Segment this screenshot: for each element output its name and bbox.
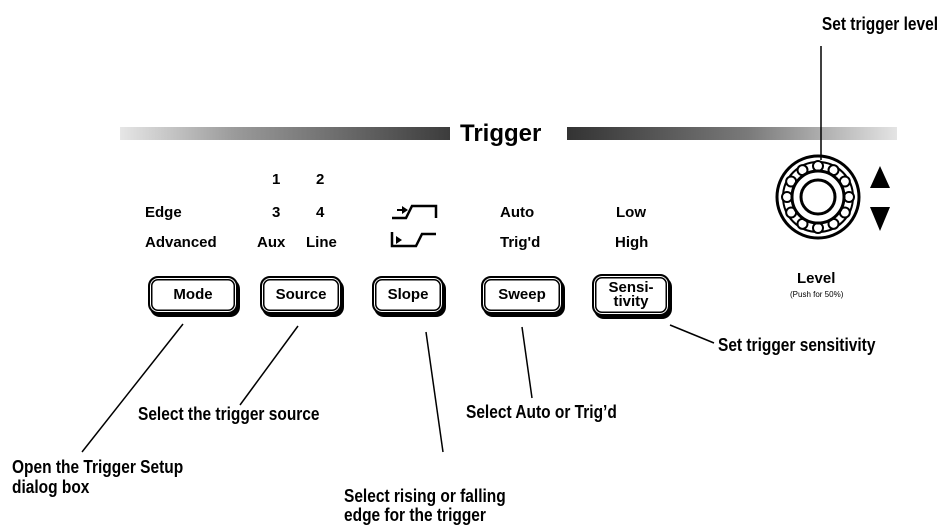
callout-open-trigger-setup-line2: dialog box (12, 477, 90, 497)
callout-select-slope-line2: edge for the trigger (344, 505, 486, 525)
source-option-2: 2 (316, 171, 325, 188)
source-option-line: Line (306, 234, 337, 251)
up-arrow-icon[interactable] (870, 166, 890, 188)
sensitivity-option-high: High (615, 234, 649, 251)
slope-icons (390, 204, 438, 248)
mode-option-advanced: Advanced (145, 234, 217, 251)
leader-sweep (521, 326, 533, 399)
mode-button[interactable]: Mode (148, 276, 238, 314)
source-option-1: 1 (272, 171, 281, 188)
callout-select-sweep: Select Auto or Trig’d (466, 402, 617, 422)
source-option-4: 4 (316, 204, 325, 221)
level-label: Level (797, 270, 836, 287)
falling-edge-icon (390, 232, 436, 248)
rising-edge-icon (392, 204, 438, 220)
level-sublabel: (Push for 50%) (790, 290, 844, 299)
leader-source (239, 325, 299, 406)
leader-sensitivity (669, 324, 715, 344)
leader-mode (81, 323, 184, 453)
sensitivity-button[interactable]: Sensi- tivity (592, 274, 670, 316)
leader-slope (425, 331, 444, 453)
knob-icon[interactable] (775, 154, 861, 240)
callout-select-source: Select the trigger source (138, 404, 320, 424)
callout-open-trigger-setup-line1: Open the Trigger Setup (12, 457, 184, 477)
source-button[interactable]: Source (260, 276, 342, 314)
level-knob-assembly (775, 154, 890, 240)
trigger-section-bar-right (567, 127, 897, 140)
sweep-button[interactable]: Sweep (481, 276, 563, 314)
mode-option-edge: Edge (145, 204, 182, 221)
callout-set-trigger-sensitivity: Set trigger sensitivity (718, 335, 876, 355)
source-option-aux: Aux (257, 234, 286, 251)
callout-select-slope-line1: Select rising or falling (344, 486, 506, 506)
sweep-option-auto: Auto (500, 204, 535, 221)
source-option-3: 3 (272, 204, 281, 221)
trigger-section-title: Trigger (460, 120, 542, 147)
slope-button[interactable]: Slope (372, 276, 444, 314)
trigger-section-bar-left (120, 127, 450, 140)
callout-set-trigger-level: Set trigger level (821, 14, 938, 34)
down-arrow-icon[interactable] (870, 207, 890, 231)
sensitivity-option-low: Low (616, 204, 646, 221)
sweep-option-trigd: Trig'd (500, 234, 541, 251)
